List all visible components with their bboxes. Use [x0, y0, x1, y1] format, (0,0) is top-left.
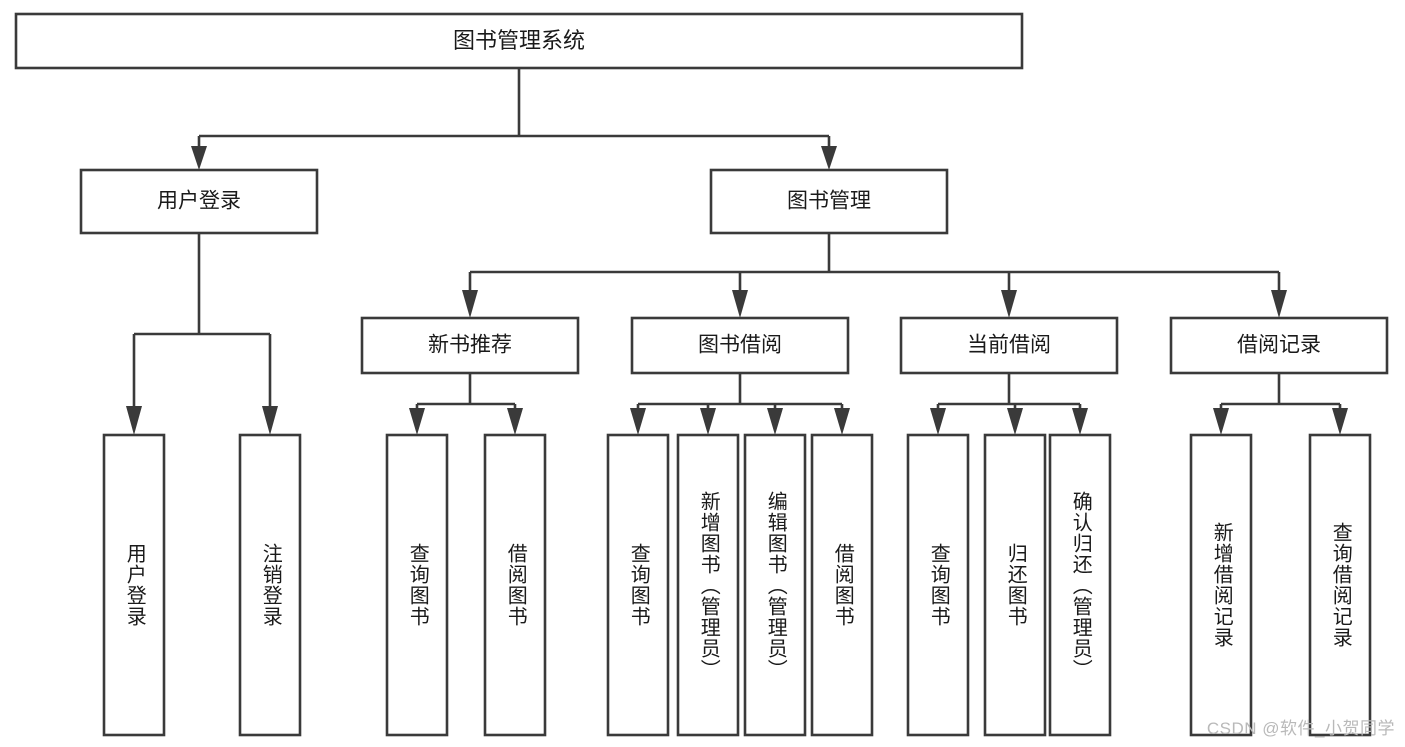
leaf-box-return-book[interactable]: [983, 433, 1047, 737]
node-book-manage-label: 图书管理: [787, 190, 871, 213]
csdn-watermark: CSDN @软件_小贺同学: [1206, 719, 1395, 738]
arrow-head-leaf-logout-login: [262, 406, 278, 435]
arrow-head-leaf-user-login: [126, 406, 142, 435]
node-book-borrow-label: 图书借阅: [698, 334, 782, 357]
arrow-head-leaf-query-book-1: [409, 408, 425, 435]
node-current-borrow[interactable]: 当前借阅: [899, 316, 1119, 375]
leaf-box-query-book-1[interactable]: [385, 433, 449, 737]
arrow-head-leaf-query-book-3: [930, 408, 946, 435]
node-user-login-box[interactable]: [79, 168, 319, 235]
arrow-head-leaf-add-book: [700, 408, 716, 435]
leaf-box-logout-login[interactable]: [238, 433, 302, 737]
node-new-book-rec-label: 新书推荐: [428, 334, 512, 357]
arrow-head-leaf-query-book-2: [630, 408, 646, 435]
node-book-manage[interactable]: 图书管理: [709, 168, 949, 235]
node-borrow-record[interactable]: 借阅记录: [1169, 316, 1389, 375]
arrow-head-borrow-record: [1271, 290, 1287, 318]
node-borrow-record-label: 借阅记录: [1237, 334, 1321, 357]
node-book-manage-box[interactable]: [709, 168, 949, 235]
arrow-head-leaf-edit-book: [767, 408, 783, 435]
node-root-label: 图书管理系统: [453, 28, 585, 53]
leaf-box-query-book-3[interactable]: [906, 433, 970, 737]
node-current-borrow-box[interactable]: [899, 316, 1119, 375]
node-book-borrow[interactable]: 图书借阅: [630, 316, 850, 375]
arrow-head-book-manage: [821, 146, 837, 170]
leaf-box-query-record[interactable]: [1308, 433, 1372, 737]
arrow-head-current-borrow: [1001, 290, 1017, 318]
leaf-box-confirm-return[interactable]: [1048, 433, 1112, 737]
leaf-box-add-book[interactable]: [676, 433, 740, 737]
leaf-box-user-login[interactable]: [102, 433, 166, 737]
arrow-head-leaf-query-record: [1332, 408, 1348, 435]
arrow-head-leaf-confirm-return: [1072, 408, 1088, 435]
node-new-book-rec-box[interactable]: [360, 316, 580, 375]
node-user-login-label: 用户登录: [157, 190, 241, 213]
leaf-box-layer: [102, 433, 1372, 737]
leaf-box-query-book-2[interactable]: [606, 433, 670, 737]
arrow-head-new-book-rec: [462, 290, 478, 318]
arrow-head-book-borrow: [732, 290, 748, 318]
connector-layer: [126, 68, 1348, 435]
leaf-box-borrow-book-1[interactable]: [483, 433, 547, 737]
arrow-head-user-login: [191, 146, 207, 170]
arrow-head-leaf-add-record: [1213, 408, 1229, 435]
arrow-head-leaf-return-book: [1007, 408, 1023, 435]
arrow-head-leaf-borrow-book-2: [834, 408, 850, 435]
node-user-login[interactable]: 用户登录: [79, 168, 319, 235]
arrow-head-leaf-borrow-book-1: [507, 408, 523, 435]
node-new-book-rec[interactable]: 新书推荐: [360, 316, 580, 375]
node-current-borrow-label: 当前借阅: [967, 334, 1051, 357]
node-root-box[interactable]: [14, 12, 1024, 70]
node-borrow-record-box[interactable]: [1169, 316, 1389, 375]
node-book-borrow-box[interactable]: [630, 316, 850, 375]
leaf-box-add-record[interactable]: [1189, 433, 1253, 737]
leaf-box-borrow-book-2[interactable]: [810, 433, 874, 737]
node-root[interactable]: 图书管理系统: [14, 12, 1024, 70]
leaf-box-edit-book[interactable]: [743, 433, 807, 737]
